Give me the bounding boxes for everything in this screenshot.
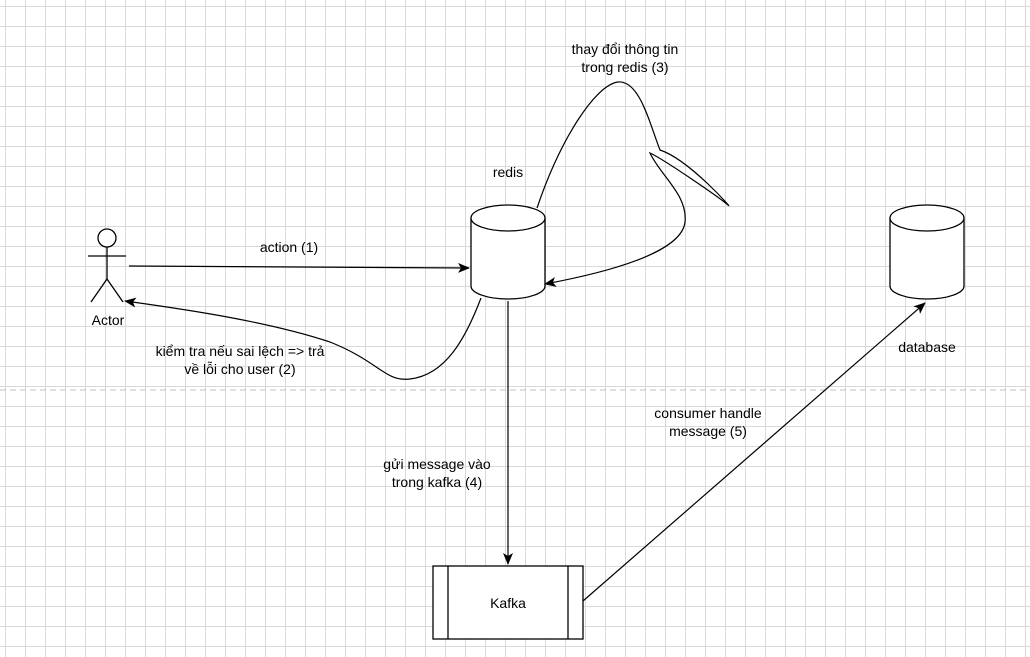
action-label: action (1): [259, 239, 319, 255]
check-error-label: kiểm tra nếu sai lệch => trả về lỗi cho …: [130, 342, 350, 378]
database-label: database: [898, 339, 956, 355]
redis-cylinder[interactable]: [470, 204, 546, 300]
actor-label: Actor: [91, 312, 125, 328]
update-redis-line1: thay đổi thông tin: [571, 41, 679, 57]
arrow-consumer[interactable]: [582, 302, 926, 602]
redis-label: redis: [492, 164, 524, 180]
update-redis-line2: trong redis (3): [581, 59, 669, 75]
consumer-line1: consumer handle: [654, 405, 762, 421]
check-error-line1: kiểm tra nếu sai lệch => trả: [155, 343, 325, 359]
update-redis-label: thay đổi thông tin trong redis (3): [545, 40, 705, 76]
send-kafka-line1: gửi message vào: [383, 456, 491, 472]
kafka-label: Kafka: [490, 595, 526, 611]
arrow-update-redis[interactable]: [536, 81, 730, 287]
arrow-error-return[interactable]: [124, 297, 482, 380]
arrow-action[interactable]: [128, 262, 470, 273]
kafka-process-box[interactable]: [432, 565, 584, 640]
actor-icon[interactable]: [88, 228, 126, 303]
send-kafka-label: gửi message vào trong kafka (4): [367, 455, 507, 491]
database-cylinder[interactable]: [889, 204, 965, 300]
send-kafka-line2: trong kafka (4): [391, 474, 483, 490]
consumer-label: consumer handle message (5): [638, 404, 778, 440]
check-error-line2: về lỗi cho user (2): [184, 361, 296, 377]
consumer-line2: message (5): [669, 423, 747, 439]
